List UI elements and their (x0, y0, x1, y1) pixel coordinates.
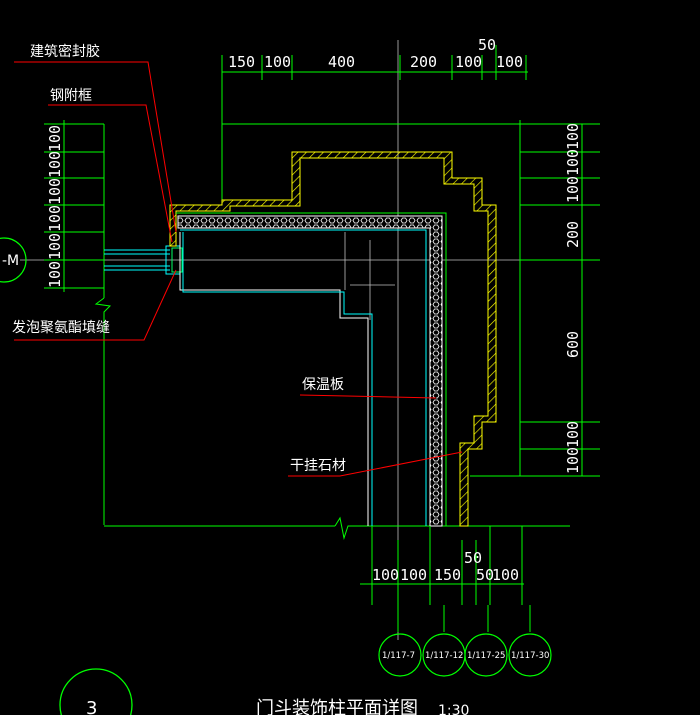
label-sealant: 建筑密封胶 (30, 43, 100, 60)
label-dry-hang-stone: 干挂石材 (290, 458, 346, 474)
top-dim-2: 100 (264, 53, 291, 71)
leader-lines (14, 61, 463, 477)
left-dim-2: 100 (46, 151, 64, 178)
left-dim-1: 100 (46, 125, 64, 152)
right-dim-2: 100 (564, 149, 582, 176)
right-dim-texts: 100 100 100 200 600 100 100 (564, 123, 582, 474)
bottom-dim-3: 150 (434, 566, 461, 584)
stone-cladding-outer (169, 151, 497, 527)
right-dim-7: 100 (564, 447, 582, 474)
label-steel-frame: 钢附框 (50, 88, 92, 104)
top-dim-4: 200 (410, 53, 437, 71)
right-dimension-chain (470, 120, 600, 477)
window-glass (104, 245, 183, 275)
left-dim-6: 100 (46, 261, 64, 288)
inner-edges (176, 212, 447, 526)
bottom-dim-extra: 50 (464, 549, 482, 567)
insulation-board (177, 215, 443, 527)
bottom-dim-2: 100 (400, 566, 427, 584)
label-insulation: 保温板 (302, 377, 344, 393)
right-dim-4: 200 (564, 221, 582, 248)
right-dim-3: 100 (564, 176, 582, 203)
right-dim-1: 100 (564, 123, 582, 150)
axis-tag-3: 1/117-25 (467, 651, 505, 661)
left-dimension-chain (44, 120, 570, 540)
top-dim-6: 100 (496, 53, 523, 71)
left-axis-label: -M (2, 253, 19, 269)
left-axis-bubble (0, 237, 27, 283)
drawing-scale: 1:30 (438, 703, 469, 715)
detail-number-bubble (59, 668, 133, 715)
right-dim-5: 600 (564, 331, 582, 358)
left-dim-5: 100 (46, 233, 64, 260)
bottom-dim-5: 100 (492, 566, 519, 584)
axis-tags (378, 633, 552, 677)
top-dim-extra: 50 (478, 36, 496, 54)
axis-tag-2: 1/117-12 (425, 651, 463, 661)
bottom-dim-4: 50 (476, 566, 494, 584)
left-dim-3: 100 (46, 178, 64, 205)
left-dim-texts: 100 100 100 100 100 100 (46, 125, 64, 288)
detail-number: 3 (86, 698, 97, 715)
axis-tag-1: 1/117-7 (382, 651, 415, 661)
label-foam-fill: 发泡聚氨酯填缝 (12, 320, 110, 336)
top-dim-3: 400 (328, 53, 355, 71)
left-dim-4: 100 (46, 205, 64, 232)
axis-tag-4: 1/117-30 (511, 651, 549, 661)
drawing-title: 门斗装饰柱平面详图 (256, 698, 418, 715)
right-dim-6: 100 (564, 421, 582, 448)
bottom-dimension-chain (360, 526, 531, 632)
top-dim-5: 100 (455, 53, 482, 71)
bottom-dim-1: 100 (372, 566, 399, 584)
top-dim-1: 150 (228, 53, 255, 71)
